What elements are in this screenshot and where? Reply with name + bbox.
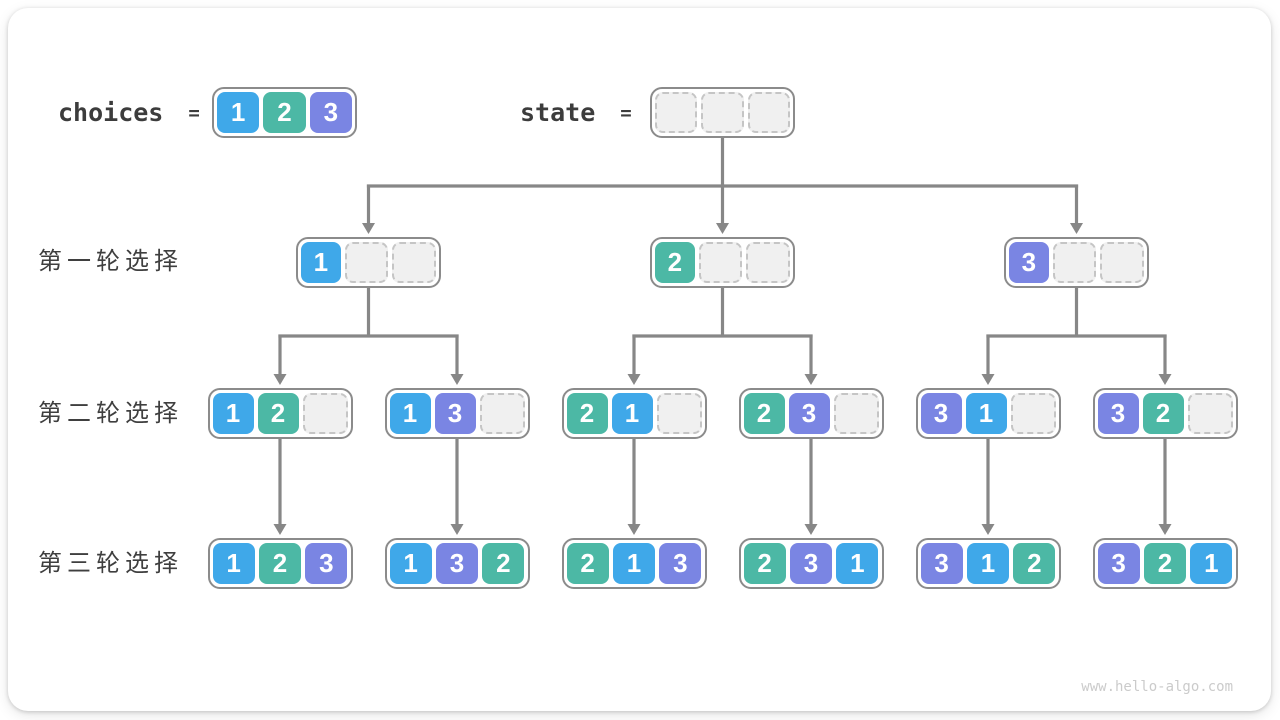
state-box	[650, 87, 795, 138]
cell-3: 3	[309, 92, 352, 133]
cell-1: 1	[966, 543, 1010, 584]
cell-1: 1	[611, 393, 653, 434]
cell-2: 2	[655, 242, 695, 283]
node-r1-2: 2	[650, 237, 795, 288]
cell-1: 1	[389, 393, 431, 434]
round-1-label: 第一轮选择	[38, 248, 183, 275]
cell-3: 3	[920, 543, 963, 584]
cell-1: 1	[1190, 543, 1233, 584]
choices-equation: choices =	[58, 87, 200, 138]
cell-empty	[1100, 242, 1145, 283]
cell-1: 1	[217, 92, 260, 133]
state-equation: state =	[520, 87, 632, 138]
cell-empty	[302, 393, 348, 434]
round-3-label: 第三轮选择	[38, 550, 183, 577]
cell-empty	[746, 242, 791, 283]
cell-2: 2	[566, 543, 609, 584]
node-r1-1: 1	[296, 237, 441, 288]
cell-empty	[747, 92, 790, 133]
cell-1: 1	[612, 543, 656, 584]
cell-1: 1	[965, 393, 1007, 434]
cell-2: 2	[743, 543, 786, 584]
cell-2: 2	[566, 393, 608, 434]
cell-3: 3	[659, 543, 702, 584]
cell-2: 2	[263, 92, 306, 133]
round-2-label: 第二轮选择	[38, 400, 183, 427]
cell-3: 3	[789, 543, 833, 584]
cell-1: 1	[301, 242, 341, 283]
watermark: www.hello-algo.com	[1081, 679, 1233, 695]
cell-3: 3	[1097, 393, 1139, 434]
cell-3: 3	[788, 393, 830, 434]
cell-empty	[392, 242, 437, 283]
cell-empty	[1010, 393, 1056, 434]
cell-2: 2	[482, 543, 525, 584]
cell-1: 1	[836, 543, 879, 584]
cell-empty	[344, 242, 389, 283]
cell-empty	[698, 242, 743, 283]
choices-equals-sign: =	[188, 101, 200, 124]
cell-3: 3	[920, 393, 962, 434]
cell-2: 2	[1013, 543, 1056, 584]
choices-variable-label: choices	[58, 98, 164, 127]
cell-empty	[701, 92, 744, 133]
cell-empty	[479, 393, 525, 434]
cell-3: 3	[1097, 543, 1140, 584]
cell-1: 1	[212, 393, 254, 434]
cell-2: 2	[257, 393, 299, 434]
state-equals-sign: =	[620, 101, 632, 124]
cell-2: 2	[743, 393, 785, 434]
cell-3: 3	[1009, 242, 1049, 283]
cell-1: 1	[212, 543, 255, 584]
cell-3: 3	[435, 543, 479, 584]
state-variable-label: state	[520, 98, 596, 127]
cell-2: 2	[1143, 543, 1187, 584]
cell-2: 2	[258, 543, 302, 584]
cell-empty	[833, 393, 879, 434]
cell-3: 3	[305, 543, 348, 584]
node-r1-3: 3	[1004, 237, 1149, 288]
cell-empty	[1052, 242, 1097, 283]
cell-3: 3	[434, 393, 476, 434]
cell-empty	[655, 92, 698, 133]
cell-empty	[1187, 393, 1233, 434]
cell-2: 2	[1142, 393, 1184, 434]
cell-empty	[656, 393, 702, 434]
cell-1: 1	[389, 543, 432, 584]
